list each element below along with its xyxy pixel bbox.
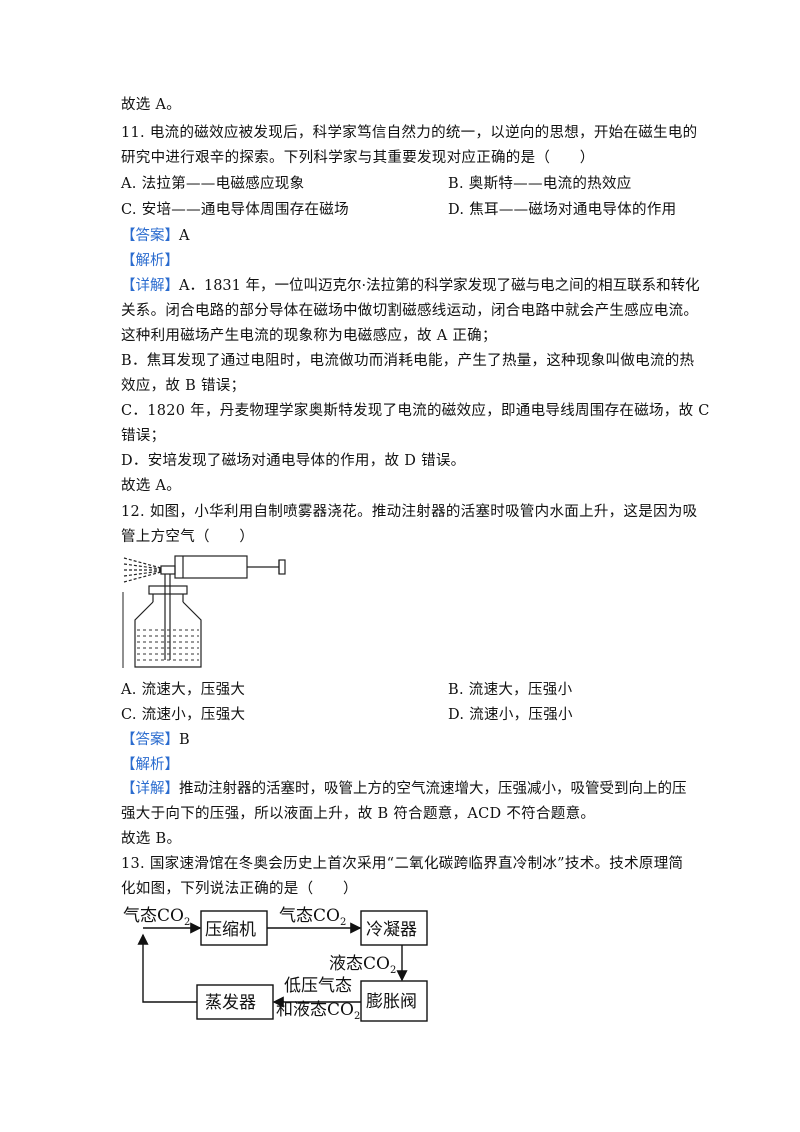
sprayer-figure <box>122 555 286 668</box>
detail-11-line2: 关系。闭合电路的部分导体在磁场中做切割磁感线运动，闭合电路中就会产生感应电流。 <box>121 303 699 319</box>
detail-11-line7: 错误； <box>121 428 166 444</box>
liquid-co2-label: 液态CO2 <box>329 954 396 976</box>
detail-11-line4: B．焦耳发现了通过电阻时，电流做功而消耗电能，产生了热量，这种现象叫做电流的热 <box>121 353 695 369</box>
detail-text: 推动注射器的活塞时，吸管上方的空气流速增大，压强减小，吸管受到向上的压 <box>179 781 687 797</box>
detail-12-line2: 强大于向下的压强，所以液面上升，故 B 符合题意，ACD 不符合题意。 <box>121 806 596 822</box>
q11-option-b: B. 奥斯特——电流的热效应 <box>448 176 632 192</box>
low-pressure-label-1: 低压气态 <box>284 976 352 996</box>
answer-value: A <box>179 228 190 244</box>
condenser-label: 冷凝器 <box>366 920 417 940</box>
analysis-12: 【解析】 <box>121 755 179 775</box>
question-11-stem: 11. 电流的磁效应被发现后，科学家笃信自然力的统一，以逆向的思想，开始在磁生电… <box>121 125 698 141</box>
answer-11: 【答案】A <box>121 226 189 246</box>
q12-option-a: A. 流速大，压强大 <box>121 682 246 698</box>
q11-option-d: D. 焦耳——磁场对通电导体的作用 <box>448 202 677 218</box>
answer-value: B <box>179 732 190 748</box>
spray-lines <box>123 557 162 583</box>
question-12-stem-cont: 管上方空气（ ） <box>121 529 255 545</box>
co2-flow-diagram: 气态CO2 压缩机 气态CO2 冷凝器 液态CO2 膨胀阀 蒸发器 低压气态 和… <box>123 906 428 1022</box>
gas-co2-mid-label: 气态CO2 <box>279 906 346 928</box>
q12-option-c: C. 流速小，压强大 <box>121 707 246 723</box>
text-line: 故选 A。 <box>121 97 182 113</box>
evaporator-label: 蒸发器 <box>205 993 256 1013</box>
analysis-11: 【解析】 <box>121 251 179 271</box>
compressor-label: 压缩机 <box>205 920 256 940</box>
low-pressure-label-2: 和液态CO2 <box>276 1000 360 1022</box>
q11-option-c: C. 安培——通电导体周围存在磁场 <box>121 202 349 218</box>
q12-option-b: B. 流速大，压强小 <box>448 682 573 698</box>
detail-label: 【详解】 <box>121 278 179 294</box>
detail-11-line3: 这种利用磁场产生电流的现象称为电磁感应，故 A 正确； <box>121 328 497 344</box>
analysis-label: 【解析】 <box>121 253 179 269</box>
expansion-valve-box <box>360 980 428 1022</box>
expansion-valve-label: 膨胀阀 <box>366 992 417 1012</box>
q11-option-a: A. 法拉第——电磁感应现象 <box>121 176 305 192</box>
arrow-loop-back <box>137 933 197 1003</box>
answer-label: 【答案】 <box>121 732 179 748</box>
answer-label: 【答案】 <box>121 228 179 244</box>
liquid <box>137 629 199 661</box>
detail-text: A．1831 年，一位叫迈克尔·法拉第的科学家发现了磁与电之间的相互联系和转化 <box>179 278 700 294</box>
gas-co2-left-label: 气态CO2 <box>123 906 190 928</box>
answer-12: 【答案】B <box>121 730 190 750</box>
detail-12-line3: 故选 B。 <box>121 831 182 847</box>
question-13-stem-cont: 化如图，下列说法正确的是（ ） <box>121 881 358 897</box>
detail-label: 【详解】 <box>121 781 179 797</box>
detail-11-line8: D．安培发现了磁场对通电导体的作用，故 D 错误。 <box>121 453 466 469</box>
analysis-label: 【解析】 <box>121 757 179 773</box>
detail-11-line5: 效应，故 B 错误； <box>121 378 246 394</box>
q12-option-d: D. 流速小，压强小 <box>448 707 573 723</box>
detail-12-line1: 【详解】推动注射器的活塞时，吸管上方的空气流速增大，压强减小，吸管受到向上的压 <box>121 779 687 799</box>
question-13-stem: 13. 国家速滑馆在冬奥会历史上首次采用“二氧化碳跨临界直冷制冰”技术。技术原理… <box>121 856 684 872</box>
question-12-stem: 12. 如图，小华利用自制喷雾器浇花。推动注射器的活塞时吸管内水面上升，这是因为… <box>121 504 698 520</box>
detail-11-line1: 【详解】A．1831 年，一位叫迈克尔·法拉第的科学家发现了磁与电之间的相互联系… <box>121 276 700 296</box>
detail-11-line6: C．1820 年，丹麦物理学家奥斯特发现了电流的磁效应，即通电导线周围存在磁场，… <box>121 403 710 419</box>
detail-11-line9: 故选 A。 <box>121 478 182 494</box>
question-11-stem-cont: 研究中进行艰辛的探索。下列科学家与其重要发现对应正确的是（ ） <box>121 150 595 166</box>
